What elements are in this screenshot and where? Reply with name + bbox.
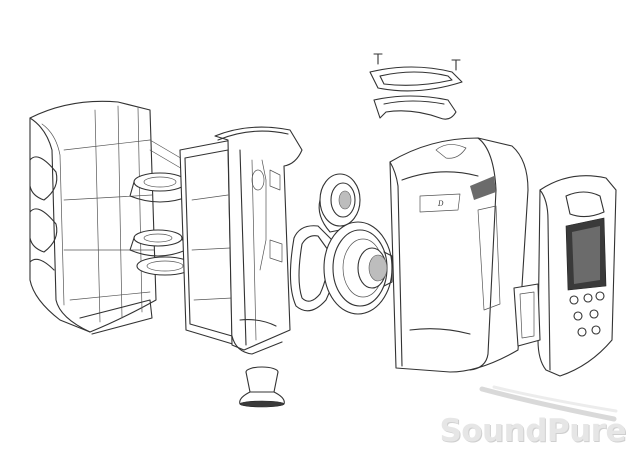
handle-connectors [129, 139, 194, 276]
inner-baffle-frame [179, 126, 303, 355]
carry-handle-assembly [369, 53, 463, 120]
watermark-text: SoundPure [439, 413, 626, 449]
woofer-gasket-ring [289, 225, 338, 312]
woofer-driver [323, 221, 393, 315]
front-grille-shell [29, 100, 157, 335]
rear-cabinet: D [389, 137, 529, 373]
pole-mount-socket [239, 366, 285, 408]
tweeter-driver [318, 173, 361, 233]
rear-panel-amp-module [513, 175, 617, 377]
watermark-swoosh [479, 385, 618, 422]
brand-badge: D [437, 200, 444, 208]
